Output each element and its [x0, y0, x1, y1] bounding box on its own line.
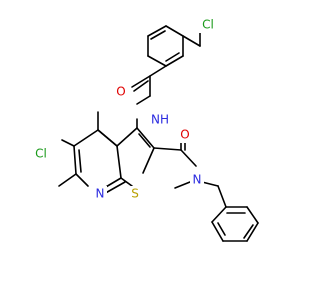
bond: [138, 133, 151, 148]
bond: [174, 181, 191, 189]
bond: [150, 30, 166, 40]
bond: [217, 222, 226, 236]
bond: [136, 95, 151, 105]
bonds: [58, 25, 259, 242]
bond: [131, 75, 151, 88]
atom-n-pyridine: N: [96, 187, 105, 201]
atom-nh: NH: [151, 113, 169, 127]
bond: [243, 224, 254, 239]
bond: [58, 173, 77, 187]
bond: [246, 222, 259, 242]
molecule-canvas: Cl O NH Cl O N S N: [30, 17, 259, 242]
bond: [246, 206, 259, 224]
atom-o-carbonyl-amide: O: [180, 128, 189, 142]
bond: [73, 145, 77, 175]
bond: [133, 80, 149, 92]
bond: [75, 173, 89, 187]
atom-cl-top: Cl: [202, 18, 214, 32]
atom-labels: Cl O NH Cl O N S N: [30, 17, 214, 202]
bond: [147, 25, 167, 37]
bond: [211, 206, 227, 223]
bond: [180, 149, 197, 167]
bond: [147, 55, 167, 67]
bond: [217, 185, 227, 208]
atom-n-amide: N: [193, 173, 202, 187]
bond: [73, 129, 99, 147]
atom-cl-left: Cl: [35, 147, 47, 161]
bond: [153, 147, 182, 151]
bond: [78, 149, 82, 173]
bond: [136, 127, 155, 149]
atom-o-carbonyl-top: O: [116, 85, 125, 99]
bond: [116, 145, 122, 179]
bond: [116, 127, 138, 147]
bond: [149, 65, 167, 77]
bond: [165, 52, 180, 62]
bond: [97, 129, 118, 147]
bond: [165, 55, 184, 67]
atom-s-thiophene: S: [131, 187, 139, 201]
bond: [142, 147, 155, 174]
bond: [165, 25, 184, 37]
bond: [120, 177, 133, 187]
structure-diagram: Cl O NH Cl O N S N: [30, 17, 259, 242]
bond: [182, 35, 201, 47]
bond: [201, 181, 219, 187]
bond: [61, 139, 75, 147]
bond: [211, 221, 224, 242]
